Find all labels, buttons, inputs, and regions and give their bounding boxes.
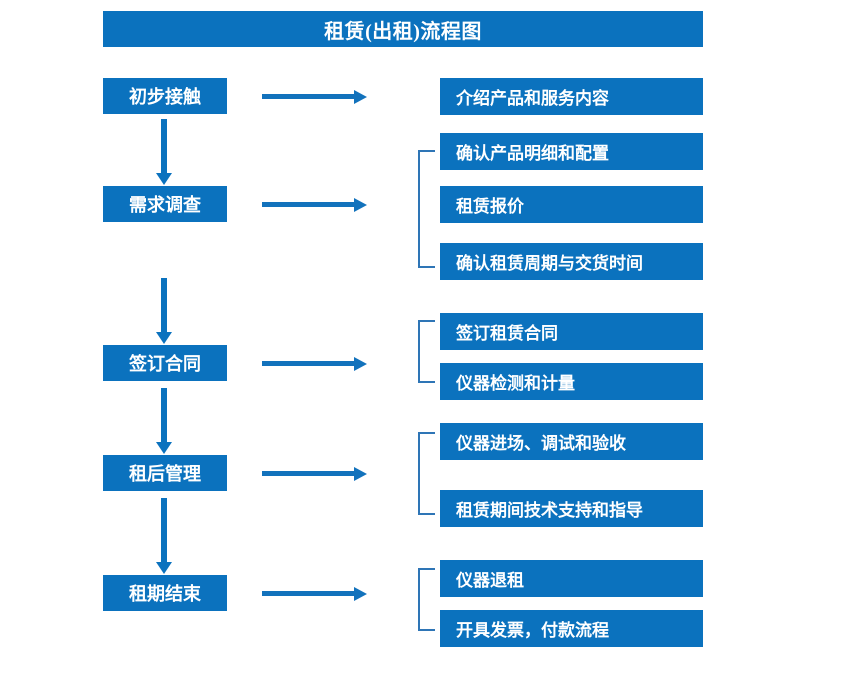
down-arrow-mgmt-to-end: [161, 498, 167, 563]
stage-box-post-rental-mgmt[interactable]: 租后管理: [103, 455, 227, 491]
bracket-needs-survey-group: [418, 150, 435, 268]
right-arrow-needs-survey-flow: [262, 202, 354, 207]
detail-box-instrument-entry[interactable]: 仪器进场、调试和验收: [440, 423, 703, 460]
detail-box-invoice-payment[interactable]: 开具发票，付款流程: [440, 610, 703, 647]
right-arrow-sign-contract-flow: [262, 361, 354, 366]
stage-box-needs-survey[interactable]: 需求调查: [103, 186, 227, 222]
detail-box-sign-rental-contract[interactable]: 签订租赁合同: [440, 313, 703, 350]
right-arrow-lease-end-flow: [262, 591, 354, 596]
stage-box-sign-contract[interactable]: 签订合同: [103, 345, 227, 381]
stage-box-initial-contact[interactable]: 初步接触: [103, 78, 227, 114]
detail-box-confirm-product-config[interactable]: 确认产品明细和配置: [440, 133, 703, 170]
stage-box-lease-end[interactable]: 租期结束: [103, 575, 227, 611]
bracket-sign-contract-group: [418, 320, 435, 383]
detail-box-technical-support[interactable]: 租赁期间技术支持和指导: [440, 490, 703, 527]
down-arrow-initial-to-needs: [161, 119, 167, 174]
down-arrow-contract-to-mgmt: [161, 388, 167, 443]
detail-box-confirm-period-delivery[interactable]: 确认租赁周期与交货时间: [440, 243, 703, 280]
down-arrow-needs-to-contract: [161, 278, 167, 333]
bracket-post-rental-group: [418, 432, 435, 515]
page-title: 租赁(出租)流程图: [103, 11, 703, 47]
detail-box-introduce-products[interactable]: 介绍产品和服务内容: [440, 78, 703, 115]
detail-box-instrument-inspection[interactable]: 仪器检测和计量: [440, 363, 703, 400]
right-arrow-initial-contact-flow: [262, 94, 354, 99]
detail-box-rental-quotation[interactable]: 租赁报价: [440, 186, 703, 223]
detail-box-instrument-return[interactable]: 仪器退租: [440, 560, 703, 597]
right-arrow-post-rental-mgmt-flow: [262, 471, 354, 476]
bracket-lease-end-group: [418, 568, 435, 631]
